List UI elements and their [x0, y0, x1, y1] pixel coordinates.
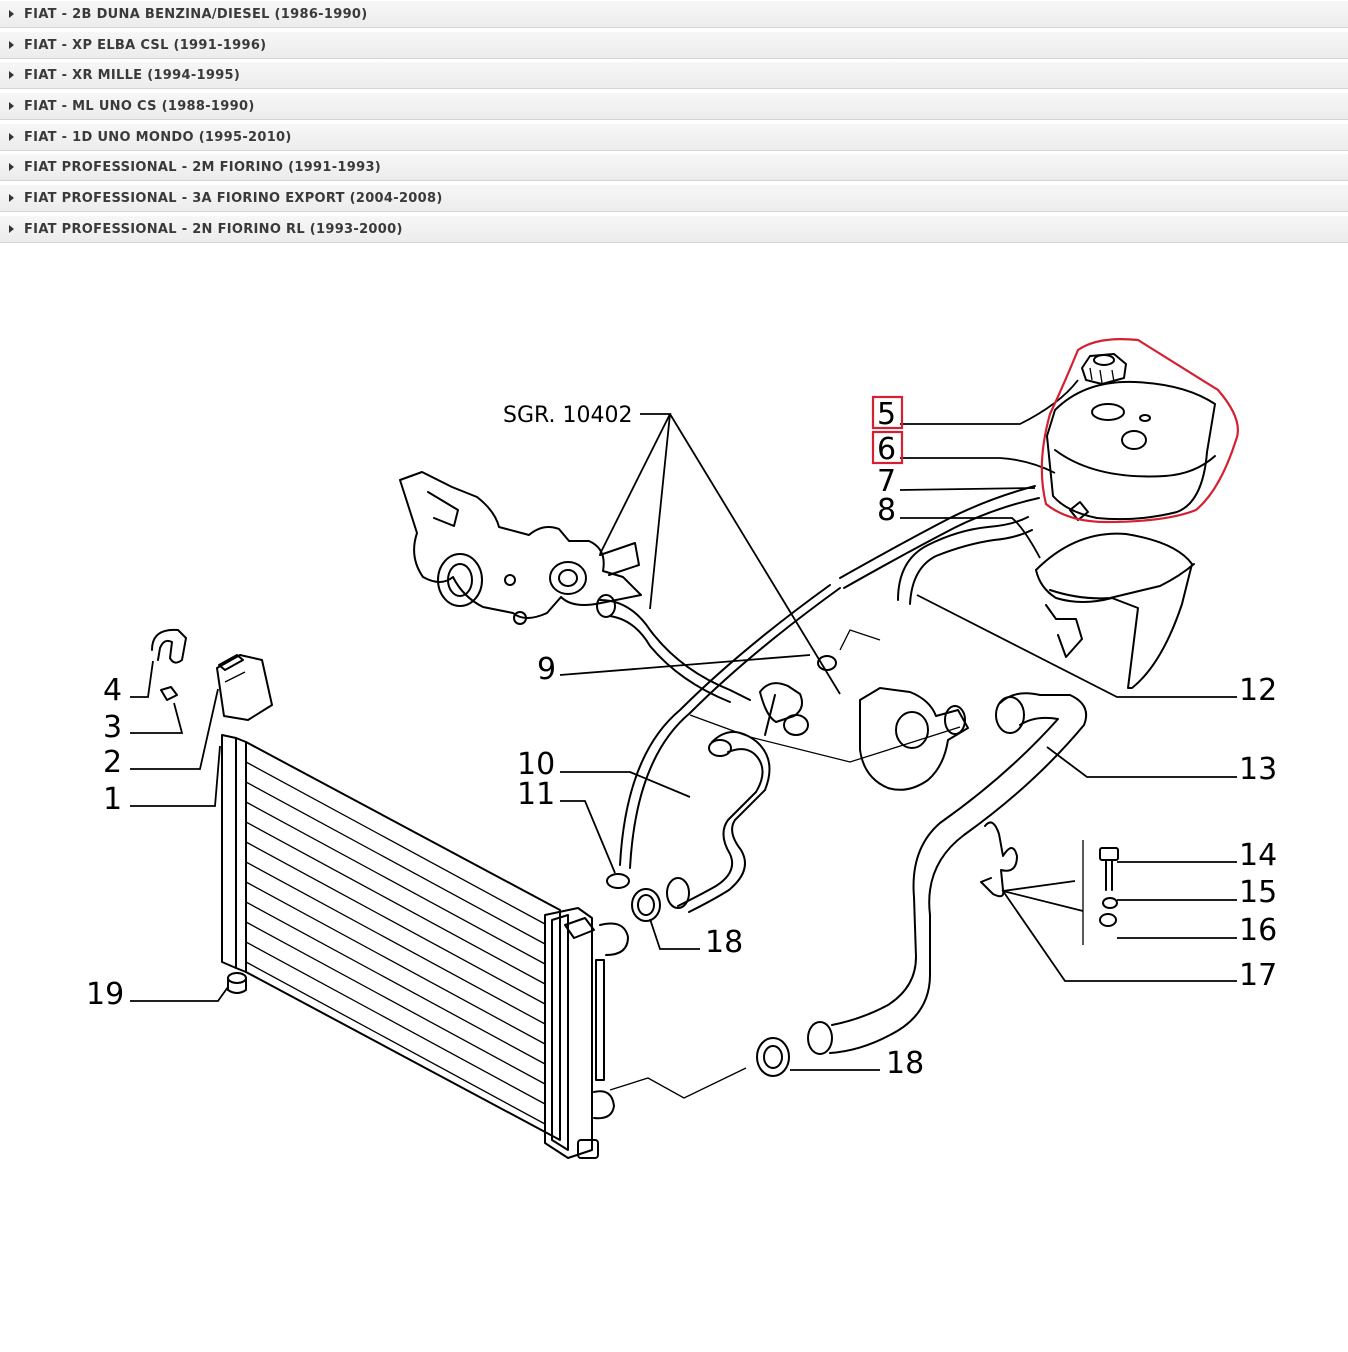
expand-arrow-icon — [9, 194, 14, 203]
callout-11[interactable]: 11 — [517, 777, 555, 812]
model-label: FIAT PROFESSIONAL - 2M FIORINO (1991-199… — [24, 160, 382, 176]
model-list-item[interactable]: FIAT PROFESSIONAL - 2M FIORINO (1991-199… — [0, 153, 1348, 182]
expand-arrow-icon — [9, 224, 14, 233]
radiator-hose — [666, 731, 771, 913]
callout-10[interactable]: 10 — [517, 747, 555, 782]
callout-15[interactable]: 15 — [1239, 875, 1277, 910]
callout-17[interactable]: 17 — [1239, 958, 1277, 993]
callout-9[interactable]: 9 — [537, 652, 556, 687]
radiator — [221, 734, 629, 1159]
thermostat-housing — [399, 471, 642, 625]
model-label: FIAT PROFESSIONAL - 2N FIORINO RL (1993-… — [24, 221, 403, 237]
callout-12[interactable]: 12 — [1239, 673, 1277, 708]
expand-arrow-icon — [9, 10, 14, 18]
water-pump — [759, 682, 969, 791]
expansion-tank — [1046, 380, 1216, 521]
clip — [160, 686, 178, 701]
bleed-hose — [619, 485, 1040, 869]
callout-19[interactable]: 19 — [86, 977, 124, 1012]
model-label: FIAT PROFESSIONAL - 3A FIORINO EXPORT (2… — [24, 191, 443, 207]
parts-diagram: SGR. 10402 5 6 7 8 9 10 11 12 13 14 15 1… — [0, 250, 1348, 1348]
expand-arrow-icon — [9, 102, 14, 111]
model-label: FIAT - XR MILLE (1994-1995) — [24, 68, 241, 84]
model-label: FIAT - XP ELBA CSL (1991-1996) — [24, 37, 267, 53]
upper-hose — [596, 594, 751, 703]
callout-2[interactable]: 2 — [103, 745, 122, 780]
cooling-system-exploded-view: SGR. 10402 5 6 7 8 9 10 11 12 13 14 15 1… — [86, 338, 1277, 1159]
expansion-tank-cap — [1081, 353, 1127, 385]
callout-3[interactable]: 3 — [103, 710, 122, 745]
callout-5[interactable]: 5 — [877, 397, 896, 432]
reference-label: SGR. 10402 — [503, 403, 633, 428]
callout-7[interactable]: 7 — [877, 464, 896, 499]
tank-bracket — [1035, 532, 1195, 689]
callout-13[interactable]: 13 — [1239, 752, 1277, 787]
model-list-item[interactable]: FIAT - XP ELBA CSL (1991-1996) — [0, 30, 1348, 59]
expand-arrow-icon — [9, 163, 14, 172]
upper-support — [216, 654, 273, 721]
reference-lines — [609, 629, 961, 1099]
model-list-item[interactable]: FIAT - ML UNO CS (1988-1990) — [0, 92, 1348, 121]
model-list-item[interactable]: FIAT - XR MILLE (1994-1995) — [0, 61, 1348, 90]
highlight — [871, 338, 1239, 524]
hose-clamp — [606, 655, 837, 1077]
model-label: FIAT - ML UNO CS (1988-1990) — [24, 99, 255, 115]
bolt — [1099, 847, 1119, 927]
model-list-item[interactable]: FIAT - 1D UNO MONDO (1995-2010) — [0, 122, 1348, 151]
expand-arrow-icon — [9, 132, 14, 141]
hose-retainer — [980, 821, 1018, 898]
callout-1[interactable]: 1 — [103, 782, 122, 817]
callout-18[interactable]: 18 — [705, 925, 743, 960]
model-list-item[interactable]: FIAT PROFESSIONAL - 2N FIORINO RL (1993-… — [0, 214, 1348, 243]
model-list-item[interactable]: FIAT - 2B DUNA BENZINA/DIESEL (1986-1990… — [0, 0, 1348, 28]
callout-16[interactable]: 16 — [1239, 913, 1277, 948]
model-list-item[interactable]: FIAT PROFESSIONAL - 3A FIORINO EXPORT (2… — [0, 184, 1348, 213]
long-hose — [807, 692, 1088, 1055]
leader-lines — [130, 379, 1237, 1071]
radiator-mount — [227, 972, 247, 994]
callout-4[interactable]: 4 — [103, 673, 122, 708]
model-label: FIAT - 2B DUNA BENZINA/DIESEL (1986-1990… — [24, 7, 368, 22]
model-list: FIAT - 2B DUNA BENZINA/DIESEL (1986-1990… — [0, 0, 1348, 246]
expand-arrow-icon — [9, 71, 14, 80]
expand-arrow-icon — [9, 40, 14, 49]
callout-18[interactable]: 18 — [886, 1046, 924, 1081]
callout-14[interactable]: 14 — [1239, 838, 1277, 873]
spring-clip — [151, 628, 187, 664]
callout-6[interactable]: 6 — [877, 432, 896, 467]
callout-8[interactable]: 8 — [877, 493, 896, 528]
model-label: FIAT - 1D UNO MONDO (1995-2010) — [24, 129, 292, 145]
